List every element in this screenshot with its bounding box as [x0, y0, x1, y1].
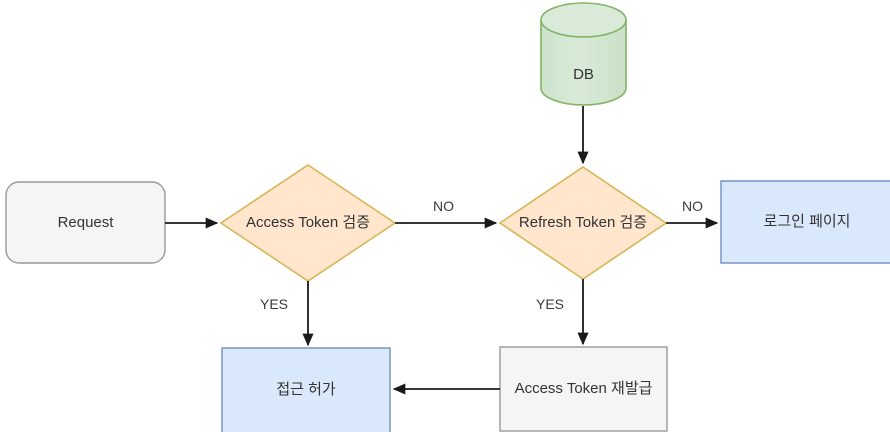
node-access-token-reissue-shape[interactable] [499, 346, 668, 432]
node-refresh-token-check-shape[interactable] [498, 166, 668, 280]
node-access-granted-shape[interactable] [221, 347, 391, 432]
node-access-token-check-shape[interactable] [219, 164, 397, 282]
node-login-page-shape[interactable] [720, 180, 890, 264]
node-request-shape[interactable] [5, 181, 166, 264]
node-db-shape[interactable] [540, 2, 627, 106]
